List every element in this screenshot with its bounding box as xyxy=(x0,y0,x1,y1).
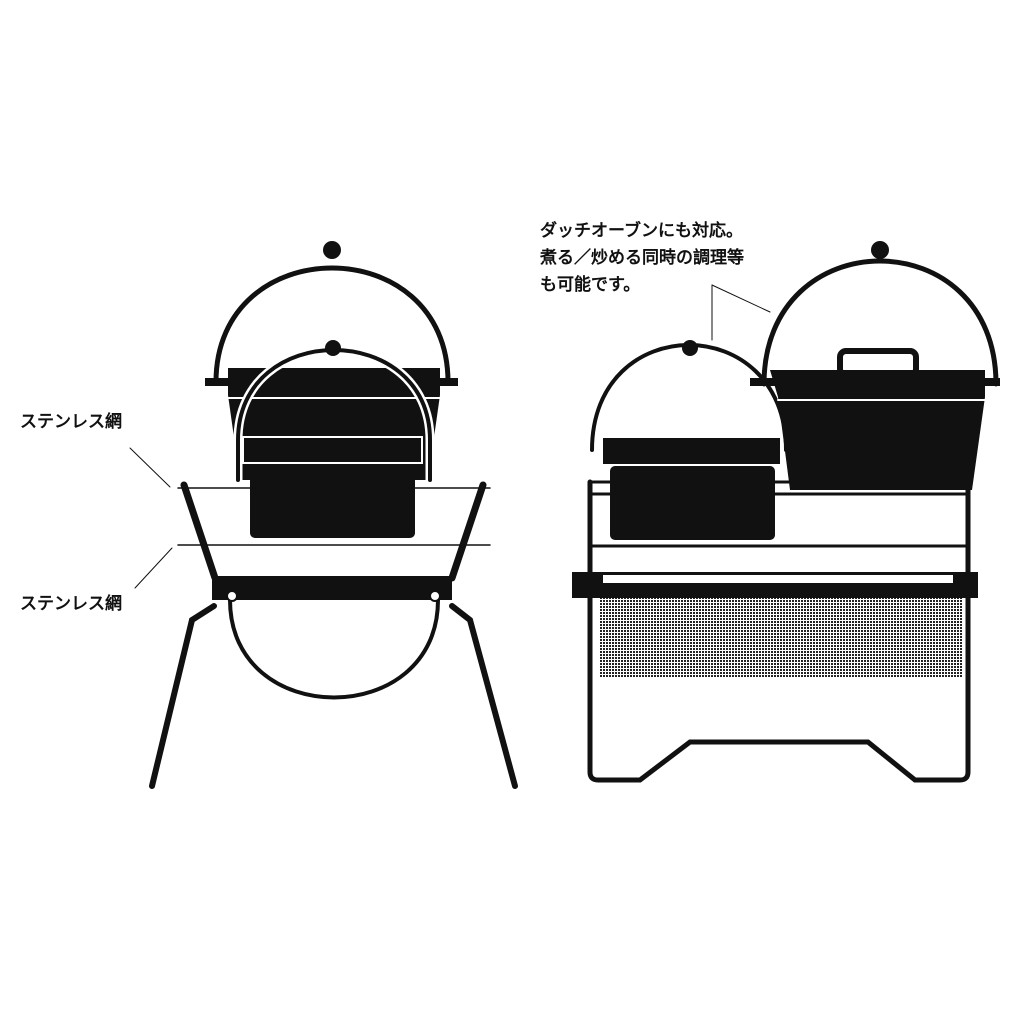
note-line: 煮る／炒める同時の調理等 xyxy=(540,248,744,268)
small-pot-handle-right xyxy=(590,343,788,452)
dutch-oven-note: ダッチオーブンにも対応。 煮る／炒める同時の調理等 も可能です。 xyxy=(540,218,744,299)
stainless-mesh-label-lower: ステンレス網 xyxy=(20,594,122,614)
stainless-mesh-label-upper: ステンレス網 xyxy=(20,412,122,432)
left-stand xyxy=(129,241,518,789)
note-line: も可能です。 xyxy=(540,275,641,295)
hanging-arc xyxy=(228,598,440,700)
small-pot-lid xyxy=(242,436,423,464)
large-pot-handle xyxy=(213,265,451,385)
dutch-oven-body xyxy=(770,370,985,490)
small-pot-body xyxy=(250,465,415,538)
right-leg xyxy=(449,603,518,789)
dutch-oven-handle xyxy=(761,258,999,387)
frame xyxy=(587,479,971,783)
note-line: ダッチオーブンにも対応。 xyxy=(540,221,743,241)
mesh-panel xyxy=(600,598,962,678)
left-leg xyxy=(149,603,217,789)
right-stand xyxy=(572,241,1000,783)
crossbar xyxy=(212,576,452,600)
